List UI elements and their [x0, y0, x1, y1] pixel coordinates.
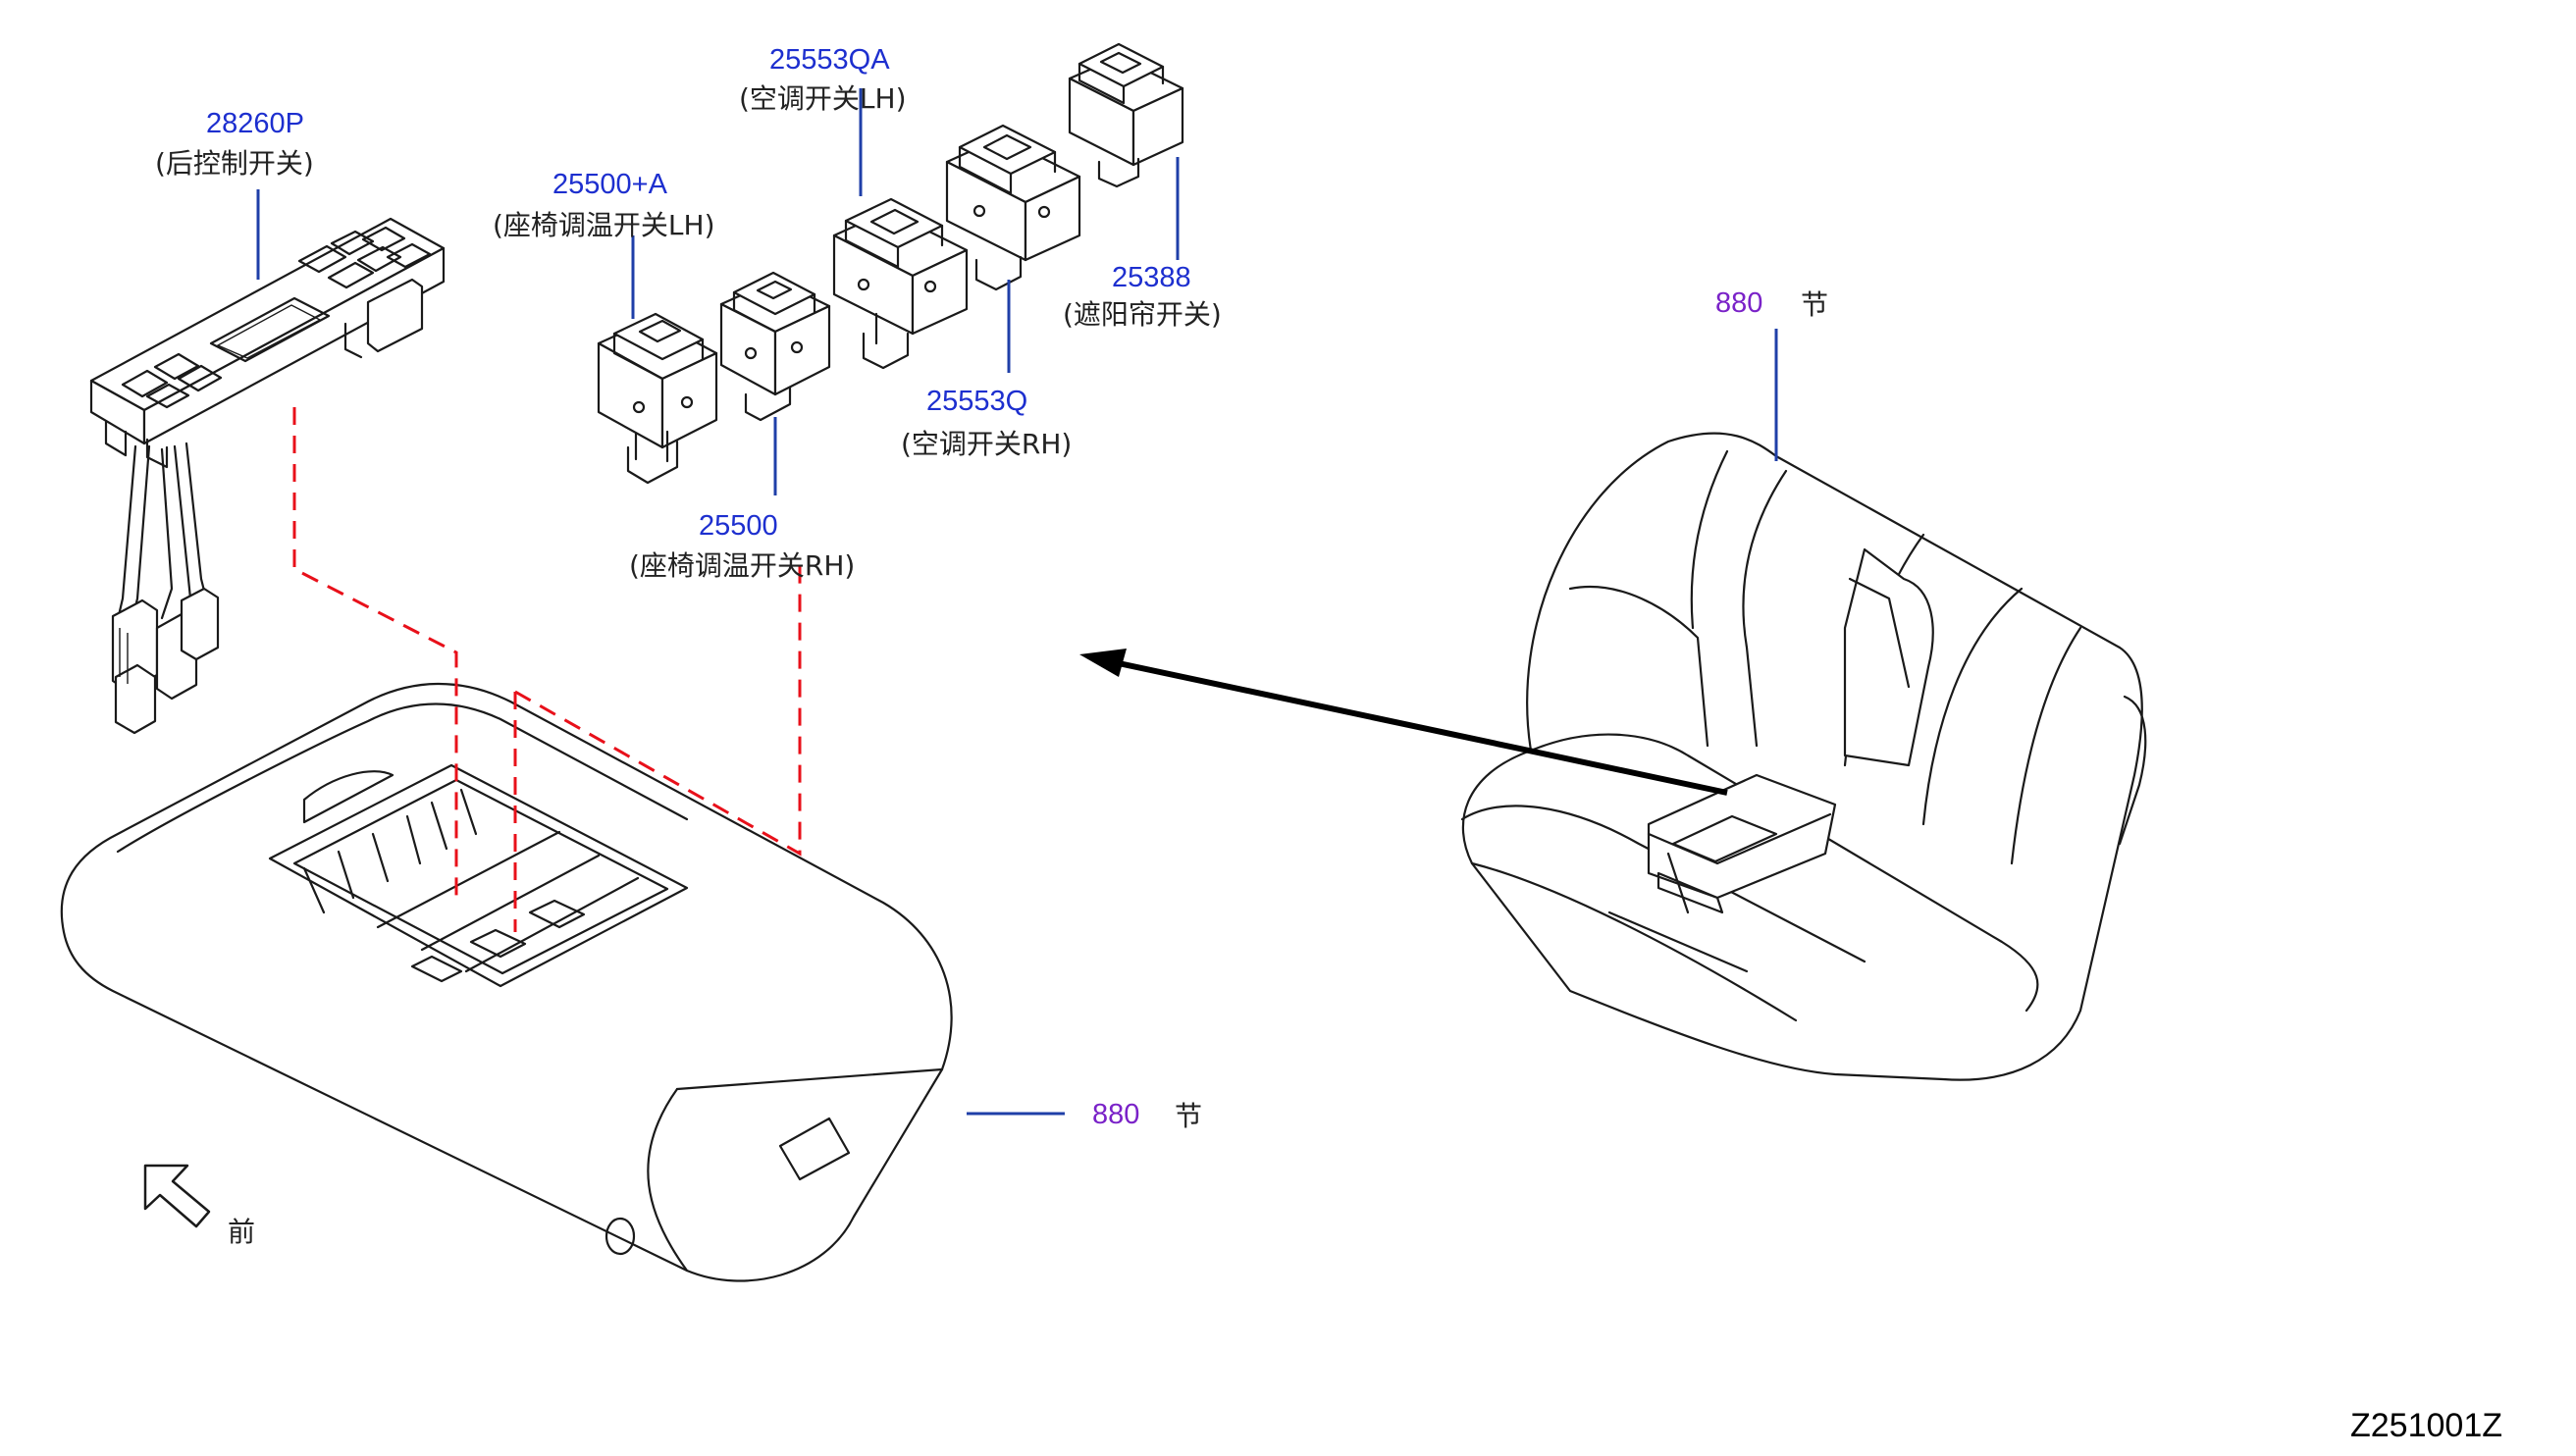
ac-switch-rh-drawing[interactable] [945, 124, 1081, 291]
reference-number-armrest[interactable]: 880 [1092, 1099, 1139, 1130]
front-arrow-icon [143, 1164, 211, 1228]
reference-name-rear-seat: 节 [1801, 288, 1828, 321]
seat-heater-switch-rh-drawing[interactable] [719, 271, 831, 422]
front-direction-label: 前 [228, 1216, 255, 1248]
sunshade-switch-drawing[interactable] [1068, 42, 1184, 188]
part-name-ac-switch-rh: (空调开关RH) [901, 428, 1072, 460]
part-name-rear-control-switch: (后控制开关) [155, 147, 314, 180]
part-number-rear-control-switch[interactable]: 28260P [206, 108, 304, 139]
rear-control-switch-drawing[interactable] [89, 217, 446, 735]
detail-arrow [1079, 649, 1728, 796]
part-number-ac-switch-rh[interactable]: 25553Q [926, 386, 1027, 417]
ac-switch-lh-drawing[interactable] [832, 197, 969, 370]
part-name-seat-heater-switch-lh: (座椅调温开关LH) [493, 209, 715, 241]
leader-lines [256, 88, 1778, 1116]
drawing-code: Z251001Z [2350, 1407, 2502, 1444]
part-number-seat-heater-switch-rh[interactable]: 25500 [699, 510, 778, 542]
part-name-sunshade-switch: (遮阳帘开关) [1063, 298, 1222, 331]
installation-lines [292, 407, 802, 932]
reference-number-rear-seat[interactable]: 880 [1715, 287, 1762, 319]
part-name-seat-heater-switch-rh: (座椅调温开关RH) [629, 549, 855, 582]
seat-heater-switch-lh-drawing[interactable] [597, 312, 718, 485]
rear-seat-drawing[interactable] [1460, 432, 2147, 1081]
part-number-ac-switch-lh[interactable]: 25553QA [769, 44, 890, 76]
part-number-seat-heater-switch-lh[interactable]: 25500+A [552, 169, 668, 200]
reference-name-armrest: 节 [1175, 1100, 1202, 1132]
part-number-sunshade-switch[interactable]: 25388 [1112, 262, 1191, 293]
part-name-ac-switch-lh: (空调开关LH) [739, 82, 907, 115]
armrest-drawing[interactable] [60, 682, 953, 1282]
